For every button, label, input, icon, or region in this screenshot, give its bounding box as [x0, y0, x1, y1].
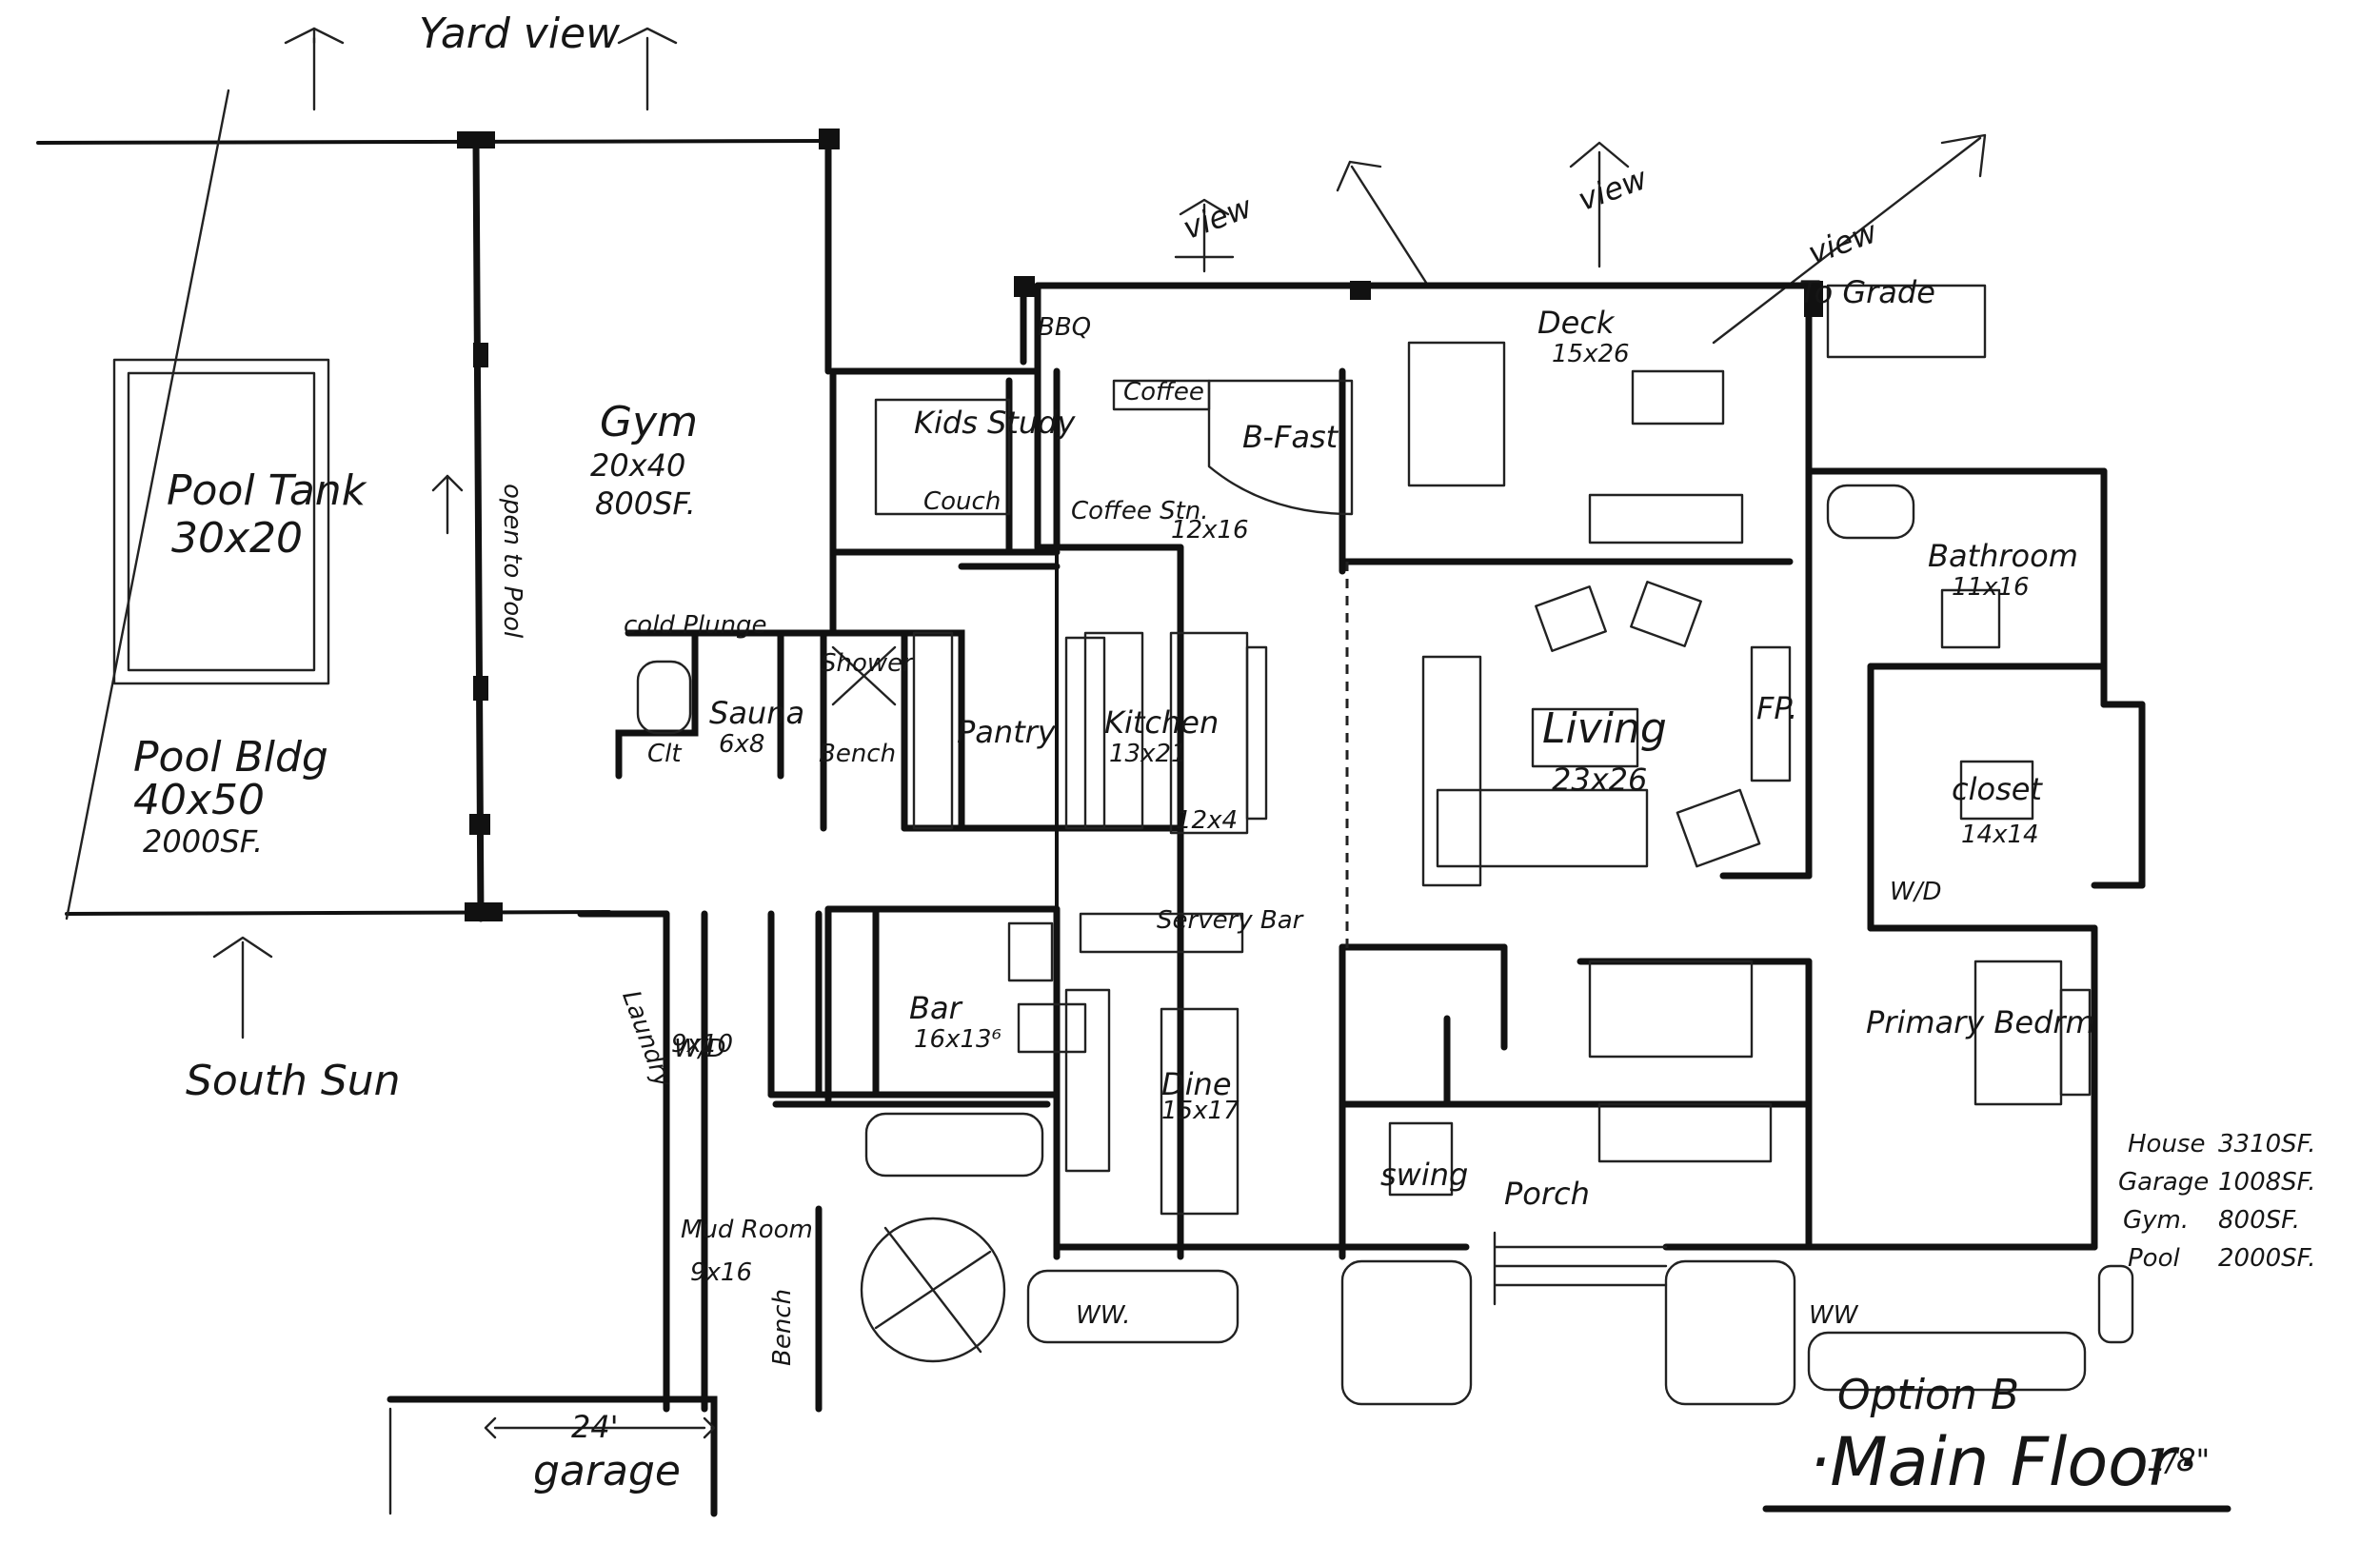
coffee-stn-label: Coffee Stn.: [1071, 497, 1209, 525]
primary-wd-label: W/D: [1890, 878, 1942, 906]
area-value-garage: 1008SF.: [2218, 1168, 2316, 1197]
main-floor-title: ·Main Floor·: [1809, 1423, 2197, 1501]
bfast-name: B-Fast: [1242, 419, 1339, 455]
closet-name: closet: [1952, 771, 2043, 807]
deck-living: Deck 15x26 To Grade Living 23x26 FP.: [1407, 274, 1987, 887]
garage: 24' garage: [387, 1396, 718, 1517]
gym-size: 20x40: [590, 447, 685, 484]
pantry-label: Pantry: [957, 714, 1057, 750]
pool-bldg-name: Pool Bldg: [133, 733, 328, 782]
bar-name: Bar: [909, 990, 963, 1026]
landscape: [860, 1112, 2134, 1406]
pool-bldg-size: 40x50: [133, 776, 265, 824]
servery-label: Servery Bar: [1157, 906, 1305, 935]
area-name-gym: Gym.: [2123, 1206, 2189, 1235]
view-label-1: view: [1179, 188, 1258, 247]
living-name: Living: [1542, 704, 1667, 753]
gym-area: 800SF.: [595, 485, 696, 522]
area-name-pool: Pool: [2128, 1244, 2180, 1273]
closet-size: 14x14: [1961, 821, 2039, 849]
living-size: 23x26: [1552, 762, 1647, 798]
house-walls: [815, 276, 2098, 1260]
deck-size: 15x26: [1552, 340, 1630, 368]
gym-name: Gym: [600, 398, 698, 446]
deck-name: Deck: [1537, 305, 1616, 341]
pool-tank-name: Pool Tank: [167, 466, 367, 515]
pool-building: Pool Tank 30x20 Pool Bldg 40x50 2000SF. …: [36, 89, 840, 922]
title-block: Option B ·Main Floor· 1/8": [1762, 1371, 2231, 1513]
bathroom-name: Bathroom: [1928, 538, 2078, 574]
kids-study-name: Kids Study: [914, 405, 1076, 441]
view-arrows: Yard view view view view South Sun: [186, 10, 1987, 1105]
mud-bench-label: Bench: [768, 1289, 797, 1366]
garage-dimension: 24': [571, 1409, 619, 1445]
option-label: Option B: [1837, 1371, 2019, 1419]
sauna-size: 6x8: [719, 730, 764, 759]
area-schedule: House 3310SF. Garage 1008SF. Gym. 800SF.…: [2118, 1130, 2316, 1273]
dine-size: 15x17: [1161, 1097, 1240, 1125]
mud-room-name: Mud Room: [681, 1216, 813, 1244]
spa-block: cold Plunge Clt Sauna 6x8 Shower Bench: [615, 611, 965, 832]
ww-label-1: WW.: [1076, 1301, 1131, 1330]
swing-label: swing: [1380, 1157, 1468, 1193]
pool-bldg-area: 2000SF.: [143, 823, 263, 860]
coffee-label: Coffee: [1123, 378, 1204, 406]
view-label-2: view: [1574, 160, 1653, 218]
kitchen-name: Kitchen: [1104, 704, 1219, 741]
kitchen-size: 13x21: [1109, 740, 1187, 768]
view-label-3: view: [1803, 213, 1882, 271]
kitchen-zone: Kids Study Couch Coffee Coffee Stn. B-Fa…: [829, 313, 1354, 835]
scale-label: 1/8": [2147, 1442, 2210, 1478]
area-name-house: House: [2128, 1130, 2205, 1158]
sauna-name: Sauna: [709, 695, 804, 731]
dine-name: Dine: [1161, 1066, 1232, 1102]
porch: swing Porch WW: [1380, 960, 1859, 1330]
bench-label: Bench: [819, 740, 896, 768]
garage-label: garage: [533, 1447, 681, 1495]
area-name-garage: Garage: [2118, 1168, 2209, 1197]
bar-size: 16x13⁶: [914, 1025, 1002, 1054]
primary-name: Primary Bedrm: [1866, 1004, 2095, 1040]
primary-suite: Bathroom 11x16 closet 14x14 W/D Primary …: [1805, 467, 2146, 1251]
island-size: 12x4: [1176, 806, 1238, 835]
area-value-house: 3310SF.: [2218, 1130, 2316, 1158]
to-grade-label: To Grade: [1799, 274, 1935, 310]
yard-view-label: Yard view: [419, 10, 621, 58]
area-value-gym: 800SF.: [2218, 1206, 2300, 1235]
laundry-wd-label: W/D: [674, 1035, 726, 1063]
porch-label: Porch: [1504, 1176, 1590, 1212]
pool-tank-size: 30x20: [171, 514, 303, 563]
west-wing: Laundry 9x10 W/D Bar 16x13⁶ Servery Bar …: [577, 906, 1305, 1413]
south-sun-label: South Sun: [186, 1057, 401, 1105]
fireplace-label: FP.: [1756, 690, 1797, 726]
laundry-size: 9x10: [671, 1030, 733, 1059]
cold-plunge-label: cold Plunge: [624, 611, 767, 640]
mud-room-size: 9x16: [690, 1258, 752, 1287]
ww-label-2: WW: [1809, 1301, 1859, 1330]
area-value-pool: 2000SF.: [2218, 1244, 2316, 1273]
shower-label: Shower: [821, 649, 915, 678]
linen-label: Clt: [647, 740, 682, 768]
couch-label: Couch: [923, 487, 1001, 516]
bbq-label: BBQ: [1038, 313, 1091, 342]
bathroom-size: 11x16: [1952, 573, 2030, 602]
open-to-pool-label: open to Pool: [498, 484, 526, 639]
bfast-size: 12x16: [1171, 516, 1249, 544]
